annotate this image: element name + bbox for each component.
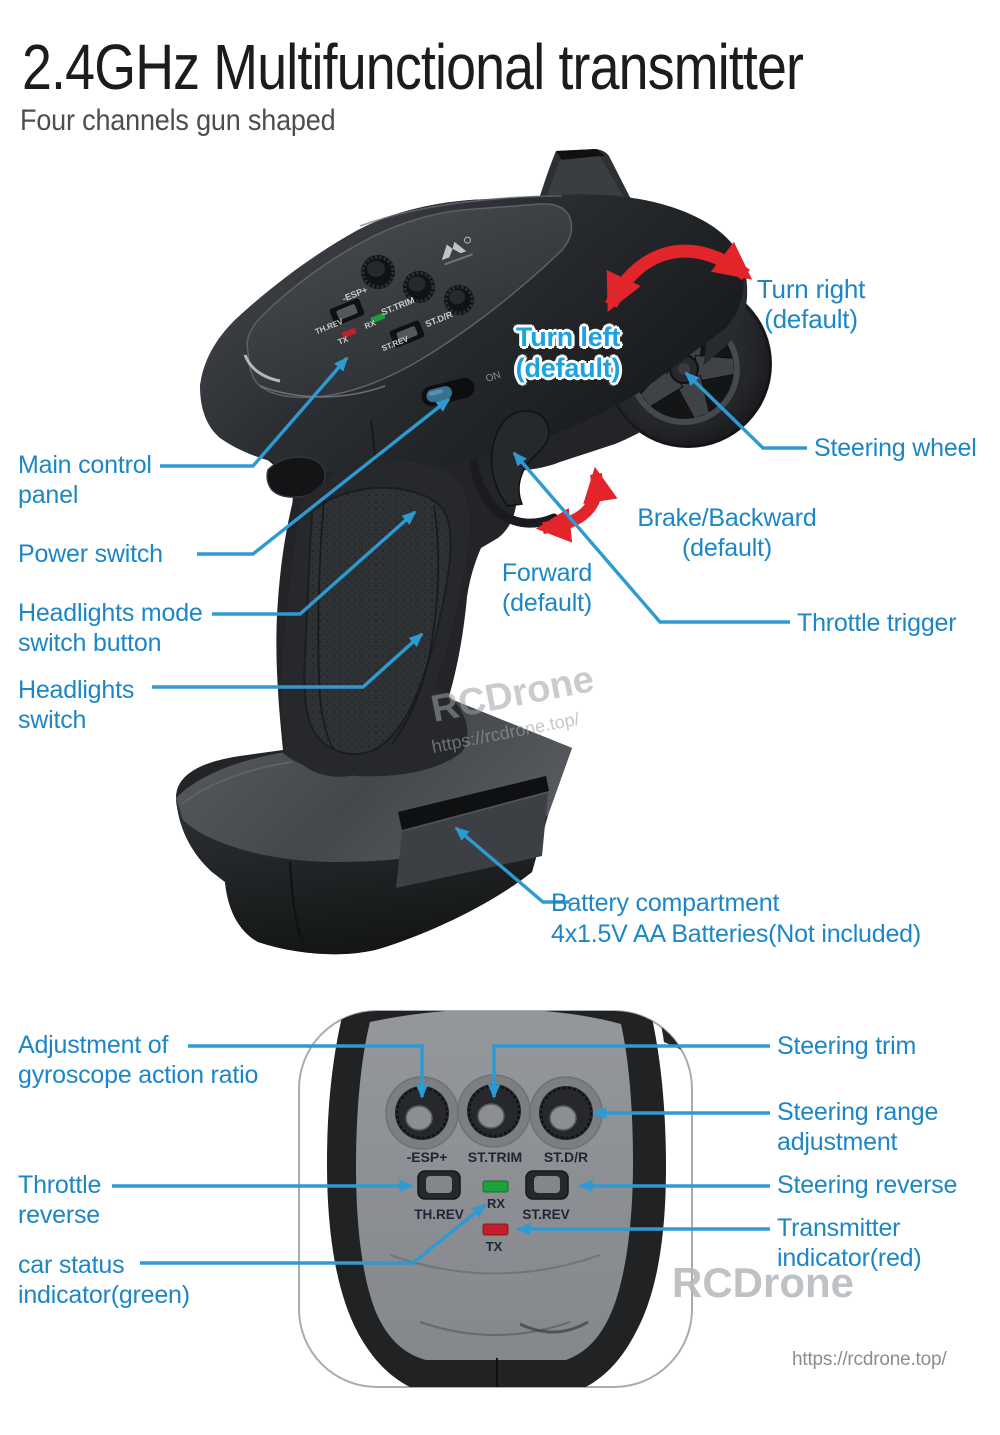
label-turn-left-line2: (default) xyxy=(515,353,621,383)
knob-esp xyxy=(385,1076,459,1150)
label-mcp-line1: Main control xyxy=(18,451,152,479)
main-control-panel: -ESP+ ST.TRIM ST.D/R TH.REV RX ST.REV TX xyxy=(243,203,573,399)
closeup-figure: -ESP+ ST.TRIM ST.D/R TH.REV RX ST.REV TX… xyxy=(112,1010,854,1388)
label-main-control-panel: Main control panel xyxy=(18,450,152,510)
knob-stdr xyxy=(529,1076,603,1150)
label-power-switch: Power switch xyxy=(18,540,163,568)
panel-label-tx: TX xyxy=(486,1239,503,1254)
label-turn-left: Turn left (default) xyxy=(500,322,636,384)
on-label: ON xyxy=(485,370,503,385)
label-battery-line2: 4x1.5V AA Batteries(Not included) xyxy=(551,920,921,948)
label-tr-line1: Throttle xyxy=(18,1171,102,1199)
mini-strev-switch xyxy=(389,320,425,348)
panel-label-esp: -ESP+ xyxy=(407,1149,448,1165)
label-battery: Battery compartment 4x1.5V AA Batteries(… xyxy=(551,888,921,950)
label-turn-right-line2: (default) xyxy=(764,304,858,334)
label-steering-wheel: Steering wheel xyxy=(814,434,977,462)
panel-label-rx: RX xyxy=(487,1196,505,1211)
leader-power-switch xyxy=(197,397,451,556)
trigger-turn-arrow xyxy=(535,466,618,543)
label-hm-line2: switch button xyxy=(18,629,162,657)
mini-knob-stdr xyxy=(444,285,474,315)
label-turn-right: Turn right (default) xyxy=(745,274,877,334)
label-transmitter-indicator: Transmitter indicator(red) xyxy=(777,1213,922,1273)
label-headlights-switch: Headlights switch xyxy=(18,675,134,735)
label-ti-line2: indicator(red) xyxy=(777,1244,922,1272)
leader-throttle-trigger xyxy=(512,451,790,624)
label-steering-range: Steering range adjustment xyxy=(777,1097,938,1157)
label-sr-line1: Steering range xyxy=(777,1098,939,1126)
mini-rx-led xyxy=(370,312,386,324)
label-hs-line2: switch xyxy=(18,706,87,734)
label-cs-line1: car status xyxy=(18,1251,125,1279)
leader-battery xyxy=(454,826,570,904)
leader-headlights-mode xyxy=(212,510,417,616)
mini-tx-led xyxy=(341,327,357,339)
label-cs-line2: indicator(green) xyxy=(18,1281,190,1309)
rx-led xyxy=(482,1180,509,1193)
callout-lines xyxy=(152,356,807,904)
leader-steering-trim xyxy=(487,1044,770,1099)
transmitter-illustration: -ESP+ ST.TRIM ST.D/R TH.REV RX ST.REV TX xyxy=(152,149,807,955)
mini-knob-esp xyxy=(361,255,395,289)
label-brake-backward: Brake/Backward (default) xyxy=(627,503,827,563)
closeup-watermark: RCDrone xyxy=(672,1259,854,1306)
label-headlights-mode: Headlights mode switch button xyxy=(18,598,203,658)
label-turn-left-line1: Turn left xyxy=(515,322,621,352)
panel-label-sttrim: ST.TRIM xyxy=(468,1149,522,1165)
strev-switch xyxy=(525,1170,569,1200)
closeup-knobs xyxy=(385,1074,603,1150)
wheel-turn-arrow xyxy=(605,241,753,313)
label-bb-line2: (default) xyxy=(682,534,772,562)
leader-main-control-panel xyxy=(160,356,349,468)
panel-label-threv: TH.REV xyxy=(414,1207,464,1222)
label-gyro: Adjustment of gyroscope action ratio xyxy=(18,1030,258,1090)
label-forward: Forward (default) xyxy=(492,558,602,618)
label-ti-line1: Transmitter xyxy=(777,1214,901,1242)
label-bb-line1: Brake/Backward xyxy=(637,504,817,532)
label-fwd-line2: (default) xyxy=(502,589,592,617)
label-turn-right-line1: Turn right xyxy=(756,274,866,304)
page-title: 2.4GHz Multifunctional transmitter xyxy=(22,31,804,103)
label-hs-line1: Headlights xyxy=(18,676,135,704)
label-throttle-trigger: Throttle trigger xyxy=(797,609,957,637)
tx-led xyxy=(482,1223,509,1236)
rotation-arrows xyxy=(535,241,753,543)
leader-gyro xyxy=(188,1044,429,1099)
label-throttle-reverse: Throttle reverse xyxy=(18,1170,101,1230)
mini-knob-sttrim xyxy=(403,271,435,303)
battery-compartment-slot xyxy=(398,776,549,830)
leader-headlights-switch xyxy=(152,632,424,689)
page-subtitle: Four channels gun shaped xyxy=(20,104,336,137)
panel-label-strev: ST.REV xyxy=(522,1207,569,1222)
label-fwd-line1: Forward xyxy=(501,559,593,587)
label-mcp-line2: panel xyxy=(18,481,79,509)
knob-sttrim xyxy=(457,1074,531,1148)
mini-label-tx: TX xyxy=(337,334,350,346)
panel-label-stdr: ST.D/R xyxy=(544,1149,588,1165)
brand-logo-icon xyxy=(441,236,473,266)
leader-steering-wheel xyxy=(684,371,807,450)
mini-label-rx: RX xyxy=(363,318,377,331)
label-steering-trim: Steering trim xyxy=(777,1032,917,1060)
label-steering-reverse: Steering reverse xyxy=(777,1171,958,1199)
label-gyro-line1: Adjustment of xyxy=(18,1031,169,1059)
closeup-callout-lines xyxy=(112,1044,770,1265)
label-gyro-line2: gyroscope action ratio xyxy=(18,1061,259,1089)
illegible-microtext xyxy=(444,253,473,266)
threv-switch xyxy=(417,1170,461,1200)
leader-car-status xyxy=(140,1203,487,1265)
label-car-status: car status indicator(green) xyxy=(18,1250,190,1310)
mini-threv-switch xyxy=(329,298,365,326)
footer-watermark-url: https://rcdrone.top/ xyxy=(792,1349,947,1370)
label-hm-line1: Headlights mode xyxy=(18,599,203,627)
label-tr-line2: reverse xyxy=(18,1201,100,1229)
label-sr-line2: adjustment xyxy=(777,1128,898,1156)
label-battery-line1: Battery compartment xyxy=(551,889,780,917)
